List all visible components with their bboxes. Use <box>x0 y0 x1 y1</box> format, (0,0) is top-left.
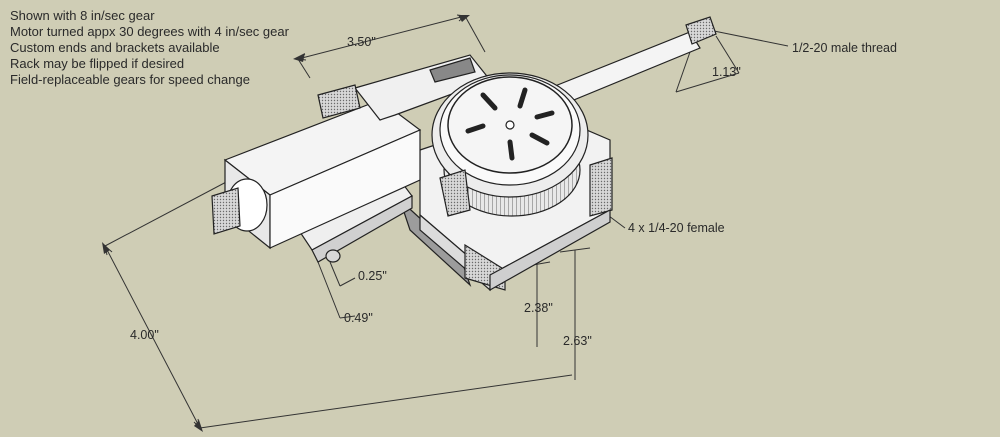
bracket <box>317 54 491 121</box>
note-line: Field-replaceable gears for speed change <box>10 72 250 87</box>
dim-height-a: 2.38" <box>524 301 553 315</box>
dim-width-top: 3.50" <box>347 35 376 49</box>
note-line: Custom ends and brackets available <box>10 40 220 55</box>
dim-height-b: 2.63" <box>563 334 592 348</box>
motor-housing <box>211 99 422 250</box>
gear-arrows <box>102 15 470 432</box>
notes-block: Shown with 8 in/sec gear Motor turned ap… <box>10 8 289 88</box>
note-line: Rack may be flipped if desired <box>10 56 185 71</box>
dim-thread-length: 1.13" <box>712 65 741 79</box>
note-line: Motor turned appx 30 degrees with 4 in/s… <box>10 24 289 39</box>
callout-holes: 4 x 1/4-20 female <box>628 221 725 235</box>
dim-rod-offset: 0.49" <box>344 311 373 325</box>
callout-thread: 1/2-20 male thread <box>792 41 897 55</box>
dimension-lines <box>104 14 789 429</box>
dim-rod-dia: 0.25" <box>358 269 387 283</box>
dim-length: 4.00" <box>130 328 159 342</box>
note-line: Shown with 8 in/sec gear <box>10 8 155 23</box>
left-rack <box>299 179 413 263</box>
gear-assembly <box>431 72 589 217</box>
